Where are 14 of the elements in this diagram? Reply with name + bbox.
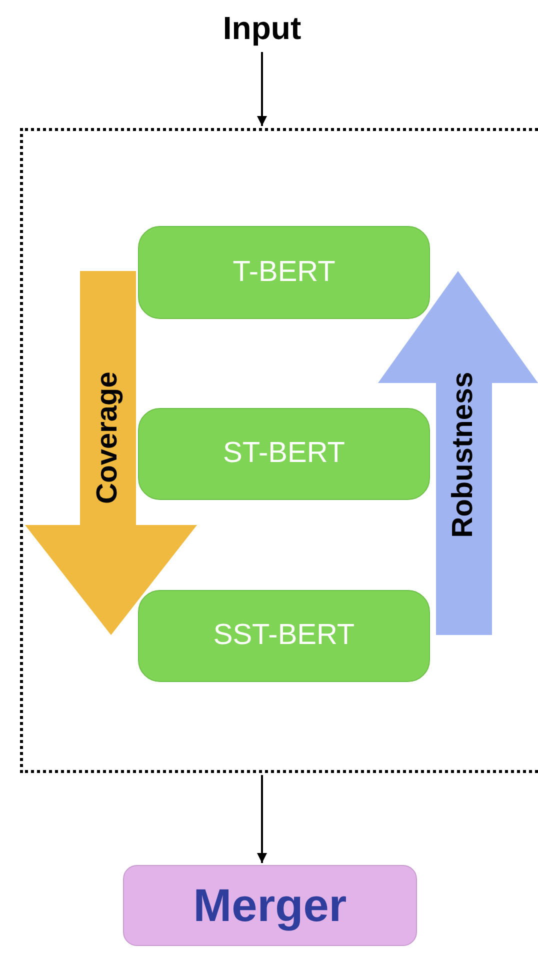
model-label: ST-BERT [223, 436, 345, 472]
arrow [257, 52, 267, 126]
input-label: Input [222, 9, 302, 48]
model-label: SST-BERT [213, 618, 355, 654]
model-box [138, 408, 430, 500]
arrow-label: Robustness [446, 372, 480, 538]
model-box [138, 590, 430, 682]
model-box [138, 226, 430, 319]
merger-label: Merger [193, 878, 347, 933]
merger-box [123, 865, 417, 946]
model-label: T-BERT [232, 254, 336, 290]
dotted-frame [20, 128, 538, 773]
arrow-label: Coverage [90, 372, 124, 504]
arrow [257, 775, 267, 863]
